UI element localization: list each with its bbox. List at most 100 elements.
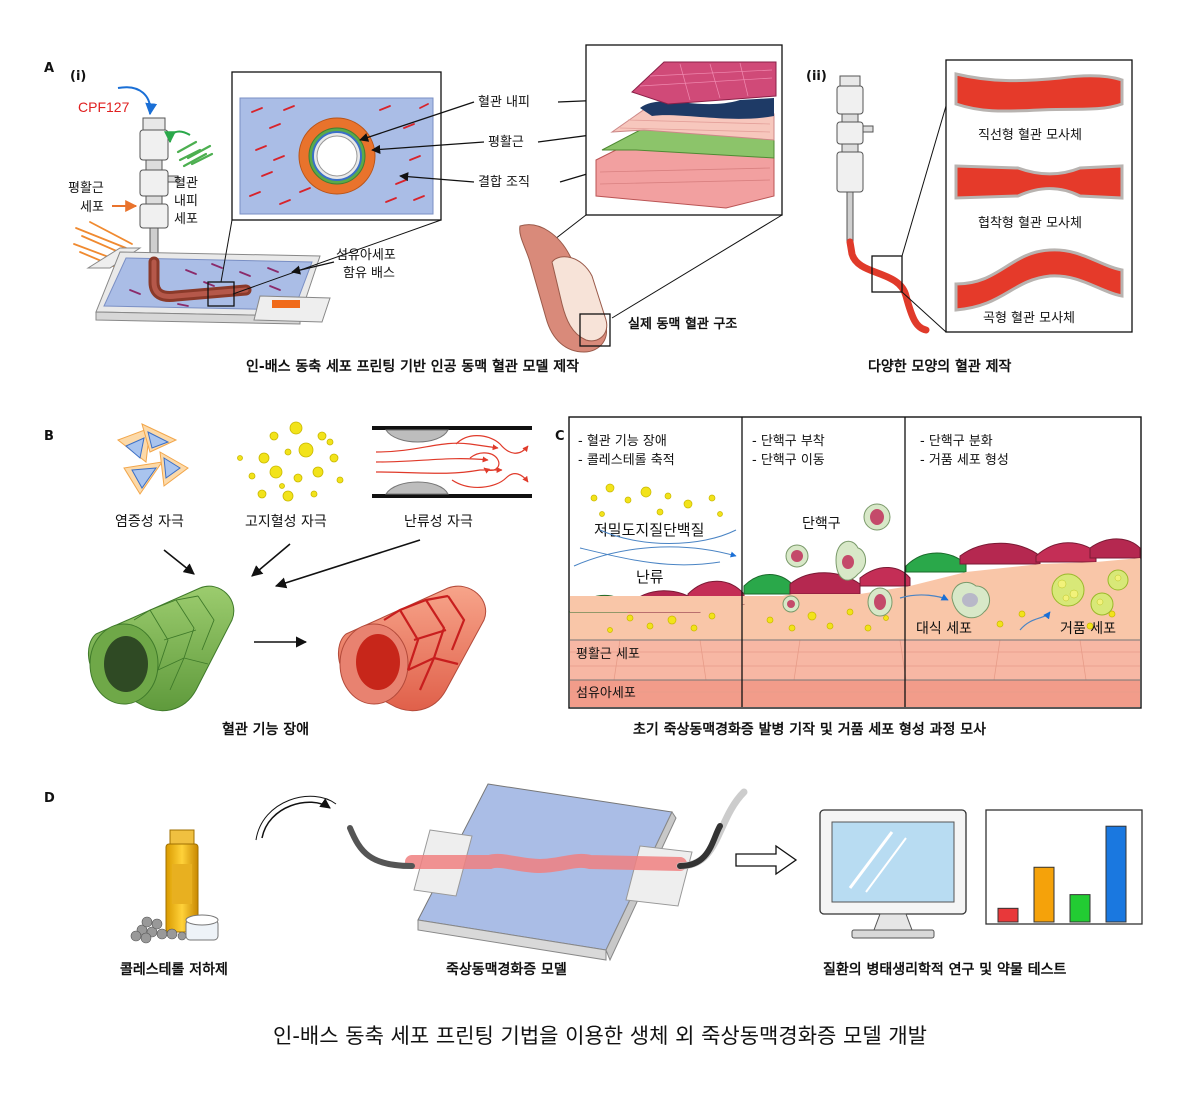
differentiation-arrow bbox=[899, 593, 949, 601]
macrophage-label: 대식 세포 bbox=[916, 621, 972, 637]
cpf127-label: CPF127 bbox=[78, 99, 130, 115]
stage3-line1: - 단핵구 분화 bbox=[920, 434, 993, 449]
monocyte-label: 단핵구 bbox=[802, 516, 841, 532]
macrophage-cell bbox=[951, 582, 991, 619]
stage3-line2: - 거품 세포 형성 bbox=[920, 453, 1009, 468]
tissue-texture bbox=[570, 639, 1140, 693]
arrow-endo-left bbox=[359, 101, 475, 142]
caption-c: 초기 죽상동맥경화증 발병 기작 및 거품 세포 형성 과정 모사 bbox=[633, 721, 986, 738]
model-label: 죽상동맥경화증 모델 bbox=[446, 961, 567, 978]
bath-label-1: 섬유아세포 bbox=[336, 248, 396, 263]
layer-conn-label: 결합 조직 bbox=[478, 175, 530, 190]
printed-vessel-ii bbox=[846, 238, 930, 334]
inflam-label: 염증성 자극 bbox=[115, 514, 184, 530]
ldl-label: 저밀도지질단백질 bbox=[594, 521, 704, 539]
stenosis-vessel-label: 협착형 혈관 모사체 bbox=[978, 216, 1082, 231]
bar-chart-bars bbox=[997, 825, 1127, 923]
research-label: 질환의 병태생리학적 연구 및 약물 테스트 bbox=[823, 961, 1066, 978]
vessel-shapes-box bbox=[945, 59, 1133, 333]
caption-a-ii: 다양한 모양의 혈관 제작 bbox=[868, 358, 1012, 375]
hyperlipidemic-stimulus-icon bbox=[237, 421, 344, 502]
real-artery-label: 실제 동맥 혈관 구조 bbox=[628, 316, 737, 332]
panel-a: A (i) CPF127 혈관 내피 세포 평활근 세포 bbox=[44, 44, 1133, 375]
bath-arrow bbox=[291, 261, 335, 275]
zoom-line-ii-1 bbox=[901, 105, 947, 257]
zoom-line-artery-2 bbox=[611, 214, 783, 319]
turbulent-flow-icon bbox=[372, 426, 532, 498]
bath-label-2: 함유 배스 bbox=[343, 266, 395, 281]
real-artery-icon bbox=[519, 224, 611, 353]
arrow-conn-left bbox=[399, 172, 475, 183]
bar-1 bbox=[997, 907, 1019, 923]
panel-a-sub-i: (i) bbox=[70, 69, 86, 84]
turb-label: 난류성 자극 bbox=[404, 514, 473, 530]
endothelial-cells-icon bbox=[176, 140, 214, 168]
smc-label-2: 세포 bbox=[80, 200, 104, 215]
foam-label: 거품 세포 bbox=[1060, 621, 1116, 637]
panel-a-sub-ii: (ii) bbox=[806, 69, 827, 84]
drug-bottle-icon bbox=[130, 829, 219, 944]
curved-arrow-icon bbox=[261, 798, 331, 839]
panel-d-letter: D bbox=[44, 791, 55, 806]
artery-layers-illustration bbox=[585, 44, 783, 216]
monitor-icon bbox=[819, 809, 967, 939]
panel-c-letter: C bbox=[555, 429, 565, 444]
foam-cells bbox=[1051, 569, 1129, 616]
panel-b: B 염증성 자극 고지혈성 자극 bbox=[44, 421, 532, 738]
dysfunctional-vessel-icon bbox=[337, 585, 487, 712]
inflammatory-stimulus-icon bbox=[116, 423, 189, 495]
panel-a-letter: A bbox=[44, 61, 54, 76]
healthy-vessel-icon bbox=[87, 585, 235, 712]
arrow-turb bbox=[274, 539, 421, 589]
fibroblast-layer bbox=[570, 680, 1140, 707]
turbulence-lines bbox=[573, 529, 737, 567]
zoom-box-ii bbox=[871, 255, 903, 293]
layer-smc-label: 평활근 bbox=[488, 135, 524, 150]
lipid-label: 고지혈성 자극 bbox=[245, 514, 327, 530]
stage2-line2: - 단핵구 이동 bbox=[752, 453, 825, 468]
smc-layer-label: 평활근 세포 bbox=[576, 647, 640, 662]
layer-endo-label: 혈관 내피 bbox=[478, 95, 530, 110]
cross-section-zoom bbox=[231, 71, 442, 221]
stage2-line1: - 단핵구 부착 bbox=[752, 434, 825, 449]
zoom-line-a2 bbox=[232, 219, 442, 295]
result-bar-chart bbox=[985, 809, 1143, 925]
cpf-arrow bbox=[117, 86, 158, 116]
endo-label-2: 내피 bbox=[174, 194, 198, 209]
curved-vessel-label: 곡형 혈관 모사체 bbox=[983, 311, 1075, 326]
arrow-lipid bbox=[251, 543, 291, 577]
zoom-line-a1 bbox=[220, 219, 233, 283]
turbulence-label: 난류 bbox=[636, 568, 664, 586]
monocyte-cells bbox=[782, 503, 893, 617]
main-title: 인-배스 동축 세포 프린팅 기법을 이용한 생체 외 죽상동맥경화증 모델 개… bbox=[273, 1024, 927, 1048]
printing-bath bbox=[86, 247, 331, 325]
panel-d: D 콜레스테롤 저하제 죽상동맥경화증 bbox=[44, 783, 1143, 978]
nozzle-ii bbox=[836, 75, 874, 243]
atherosclerosis-chip bbox=[347, 783, 748, 962]
endo-label-1: 혈관 bbox=[174, 176, 198, 191]
caption-b: 혈관 기능 장애 bbox=[222, 721, 309, 738]
bar-4 bbox=[1105, 825, 1127, 923]
straight-vessel-label: 직선형 혈관 모사체 bbox=[978, 128, 1082, 143]
smc-label-1: 평활근 bbox=[68, 181, 104, 196]
stage1-line1: - 혈관 기능 장애 bbox=[578, 434, 667, 449]
fib-layer-label: 섬유아세포 bbox=[576, 686, 636, 701]
caption-a-i: 인-배스 동축 세포 프린팅 기반 인공 동맥 혈관 모델 제작 bbox=[246, 358, 579, 375]
panel-c: C - 혈관 기능 장애 - 콜레스테롤 bbox=[555, 416, 1142, 738]
coaxial-nozzle bbox=[139, 117, 179, 265]
arrow-smc-left bbox=[371, 141, 485, 154]
stage1-line2: - 콜레스테롤 축적 bbox=[578, 453, 675, 468]
bar-2 bbox=[1033, 866, 1055, 923]
hollow-arrow-icon bbox=[735, 844, 798, 876]
bar-3 bbox=[1069, 894, 1091, 923]
panel-b-letter: B bbox=[44, 429, 54, 444]
zoom-line-ii-2 bbox=[901, 291, 947, 333]
smc-layer bbox=[570, 640, 1140, 680]
endo-arrow bbox=[164, 130, 191, 144]
drug-label: 콜레스테롤 저하제 bbox=[120, 961, 228, 978]
endothelium-cells bbox=[568, 538, 1141, 613]
endo-label-3: 세포 bbox=[174, 212, 198, 227]
curved-arrow-outline bbox=[255, 795, 337, 841]
foam-arrow bbox=[1019, 611, 1051, 631]
